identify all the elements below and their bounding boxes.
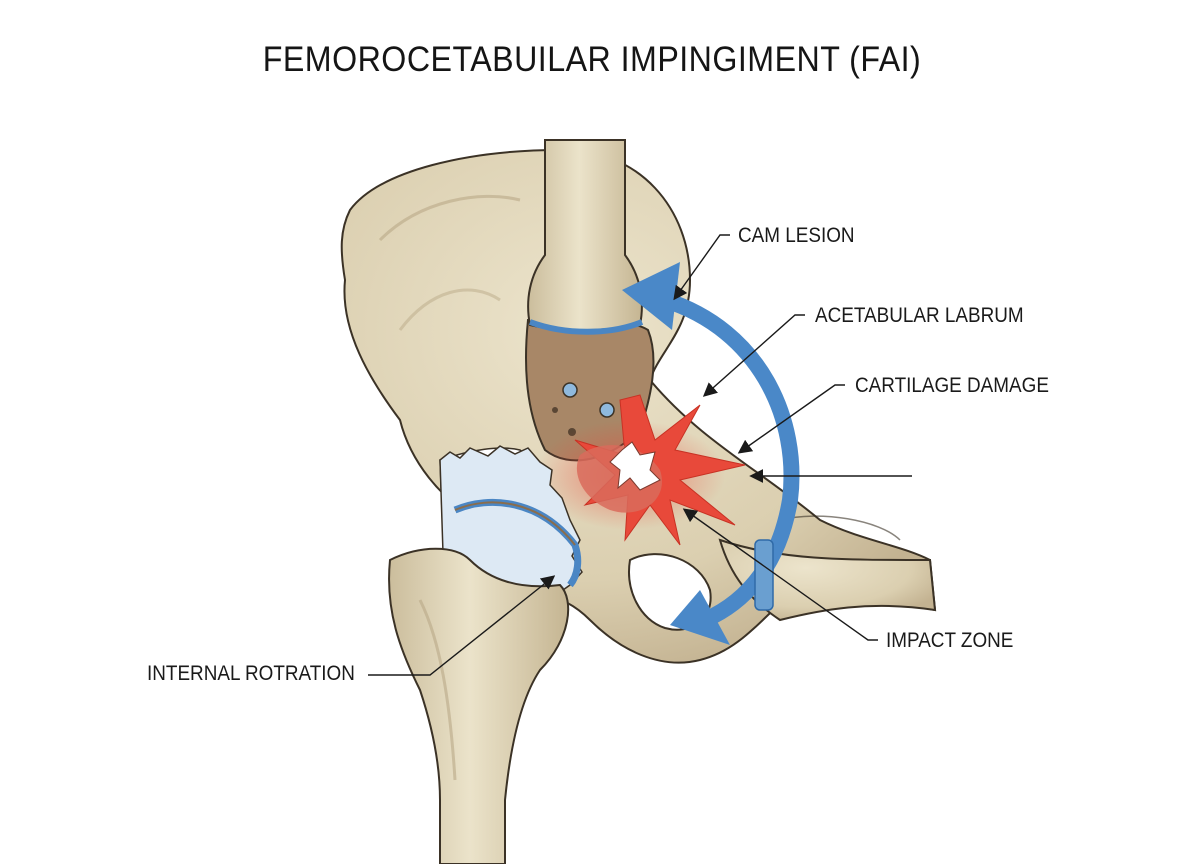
- label-impact-zone: IMPACT ZONE: [886, 629, 1013, 653]
- label-acetabular-labrum: ACETABULAR LABRUM: [815, 304, 1024, 328]
- label-cartilage-damage: CARTILAGE DAMAGE: [855, 374, 1049, 398]
- upper-femur-shaft: [528, 140, 642, 332]
- diagram-title: FEMOROCETABUILAR IMPINGIMENT (FAI): [47, 40, 1136, 80]
- label-internal-rotation: INTERNAL ROTRATION: [147, 662, 355, 686]
- lower-femur: [389, 549, 568, 864]
- label-cam-lesion: CAM LESION: [738, 224, 855, 248]
